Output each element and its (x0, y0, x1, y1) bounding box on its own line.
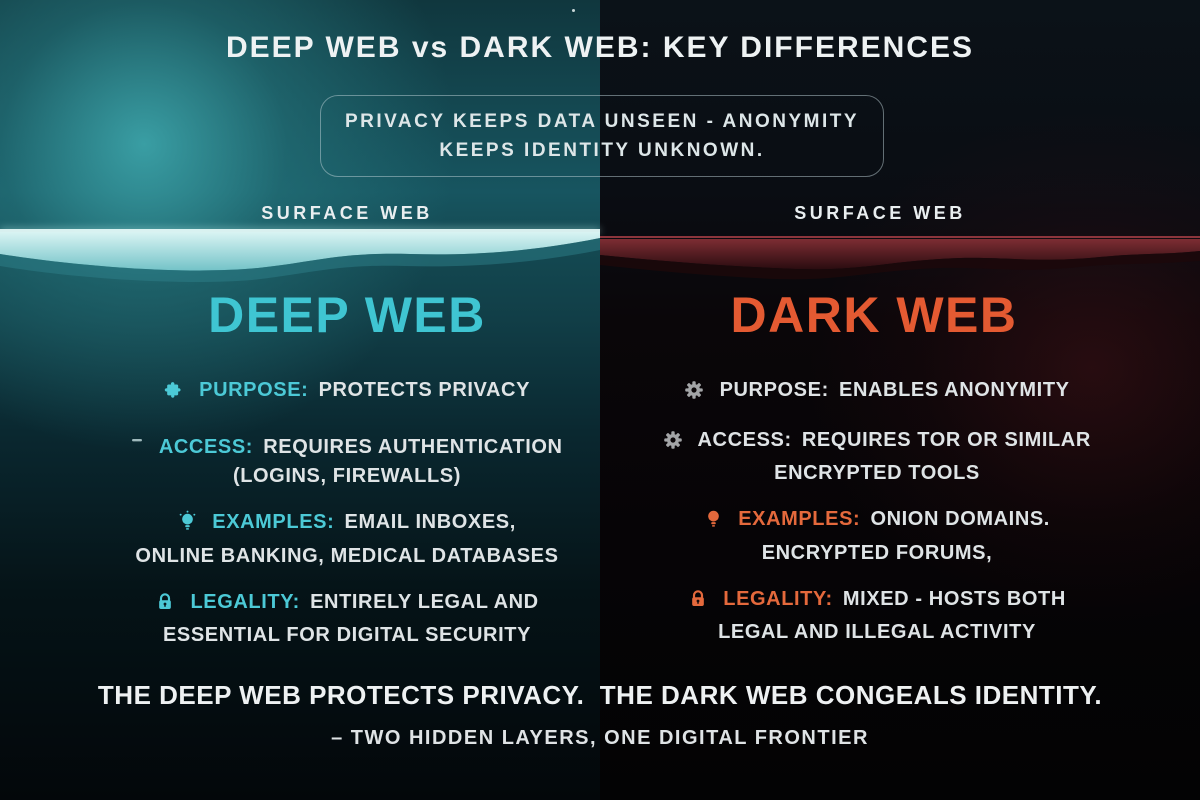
item-label: PURPOSE: (199, 379, 309, 401)
dark-purpose-item: PURPOSE: ENABLES ANONYMITY (615, 376, 1139, 408)
dark-legality-item: LEGALITY: MIXED - HOSTS BOTH LEGAL AND I… (615, 585, 1139, 647)
left-wave (0, 232, 600, 283)
lock-icon (155, 590, 175, 621)
footer-tagline: – TWO HIDDEN LAYERS, ONE DIGITAL FRONTIE… (331, 727, 869, 749)
item-text: MIXED - HOSTS BOTH (842, 587, 1066, 610)
item-text: REQUIRES TOR OR SIMILAR (801, 429, 1091, 452)
item-text-line2: ENCRYPTED TOOLS (774, 461, 980, 484)
lightbulb-icon (704, 507, 723, 538)
item-text: REQUIRES AUTHENTICATION (263, 436, 563, 459)
deep-purpose-item: PURPOSE: PROTECTS PRIVACY (85, 376, 609, 408)
item-text: ENABLES ANONYMITY (839, 379, 1070, 401)
deep-examples-item: EXAMPLES: EMAIL INBOXES, ONLINE BANKING,… (85, 508, 609, 570)
surface-web-label-right: SURFACE WEB (794, 203, 966, 223)
dark-examples-item: EXAMPLES: ONION DOMAINS. ENCRYPTED FORUM… (615, 505, 1139, 567)
dark-web-heading: DARK WEB (730, 287, 1018, 343)
item-text: ONION DOMAINS. (870, 508, 1050, 531)
gear-icon (663, 430, 683, 458)
deep-web-background (0, 0, 600, 800)
dark-web-column: PURPOSE: ENABLES ANONYMITY ACCESS: REQUI… (615, 376, 1139, 647)
dark-web-background (600, 0, 1200, 800)
item-text: EMAIL INBOXES, (344, 511, 516, 534)
right-waterline (600, 236, 1200, 238)
item-label: LEGALITY: (190, 590, 300, 613)
gear-icon (684, 380, 704, 408)
dark-access-item: ACCESS: REQUIRES TOR OR SIMILAR ENCRYPTE… (615, 426, 1139, 487)
left-waterline (0, 229, 600, 232)
deep-legality-item: LEGALITY: ENTIRELY LEGAL AND ESSENTIAL F… (85, 588, 609, 650)
right-wave (600, 239, 1200, 280)
deep-web-heading: DEEP WEB (208, 287, 486, 343)
item-text-line2: ENCRYPTED FORUMS, (761, 541, 993, 564)
item-text-line2: (LOGINS, FIREWALLS) (232, 464, 462, 487)
deep-access-item: ACCESS: REQUIRES AUTHENTICATION (LOGINS,… (85, 426, 609, 490)
lock-icon (688, 587, 708, 618)
item-text: ENTIRELY LEGAL AND (310, 590, 539, 613)
quote-line-1: PRIVACY KEEPS DATA UNSEEN - ANONYMITY (344, 110, 860, 132)
quote-line-2: KEEPS IDENTITY UNKNOWN. (439, 139, 765, 161)
item-text: PROTECTS PRIVACY (318, 379, 531, 401)
dash-icon (131, 426, 144, 454)
star-speck (572, 9, 575, 12)
item-text-line2: ESSENTIAL FOR DIGITAL SECURITY (162, 624, 532, 647)
lightbulb-icon (178, 510, 197, 541)
page-title: DEEP WEB vs DARK WEB: KEY DIFFERENCES (226, 31, 974, 64)
surface-web-label-left: SURFACE WEB (261, 203, 433, 223)
item-text-line2: ONLINE BANKING, MEDICAL DATABASES (135, 544, 559, 567)
item-label: EXAMPLES: (738, 508, 861, 531)
footer-summary: THE DEEP WEB PROTECTS PRIVACY. THE DARK … (97, 680, 1103, 710)
item-label: PURPOSE: (719, 379, 829, 401)
deep-web-column: PURPOSE: PROTECTS PRIVACY ACCESS: REQUIR… (85, 376, 609, 650)
item-label: ACCESS: (158, 436, 254, 459)
item-text-line2: LEGAL AND ILLEGAL ACTIVITY (718, 621, 1036, 644)
quote-box: PRIVACY KEEPS DATA UNSEEN - ANONYMITY KE… (320, 95, 884, 177)
item-label: EXAMPLES: (212, 511, 335, 534)
puzzle-icon (164, 380, 184, 408)
item-label: ACCESS: (697, 429, 792, 452)
item-label: LEGALITY: (723, 587, 833, 610)
